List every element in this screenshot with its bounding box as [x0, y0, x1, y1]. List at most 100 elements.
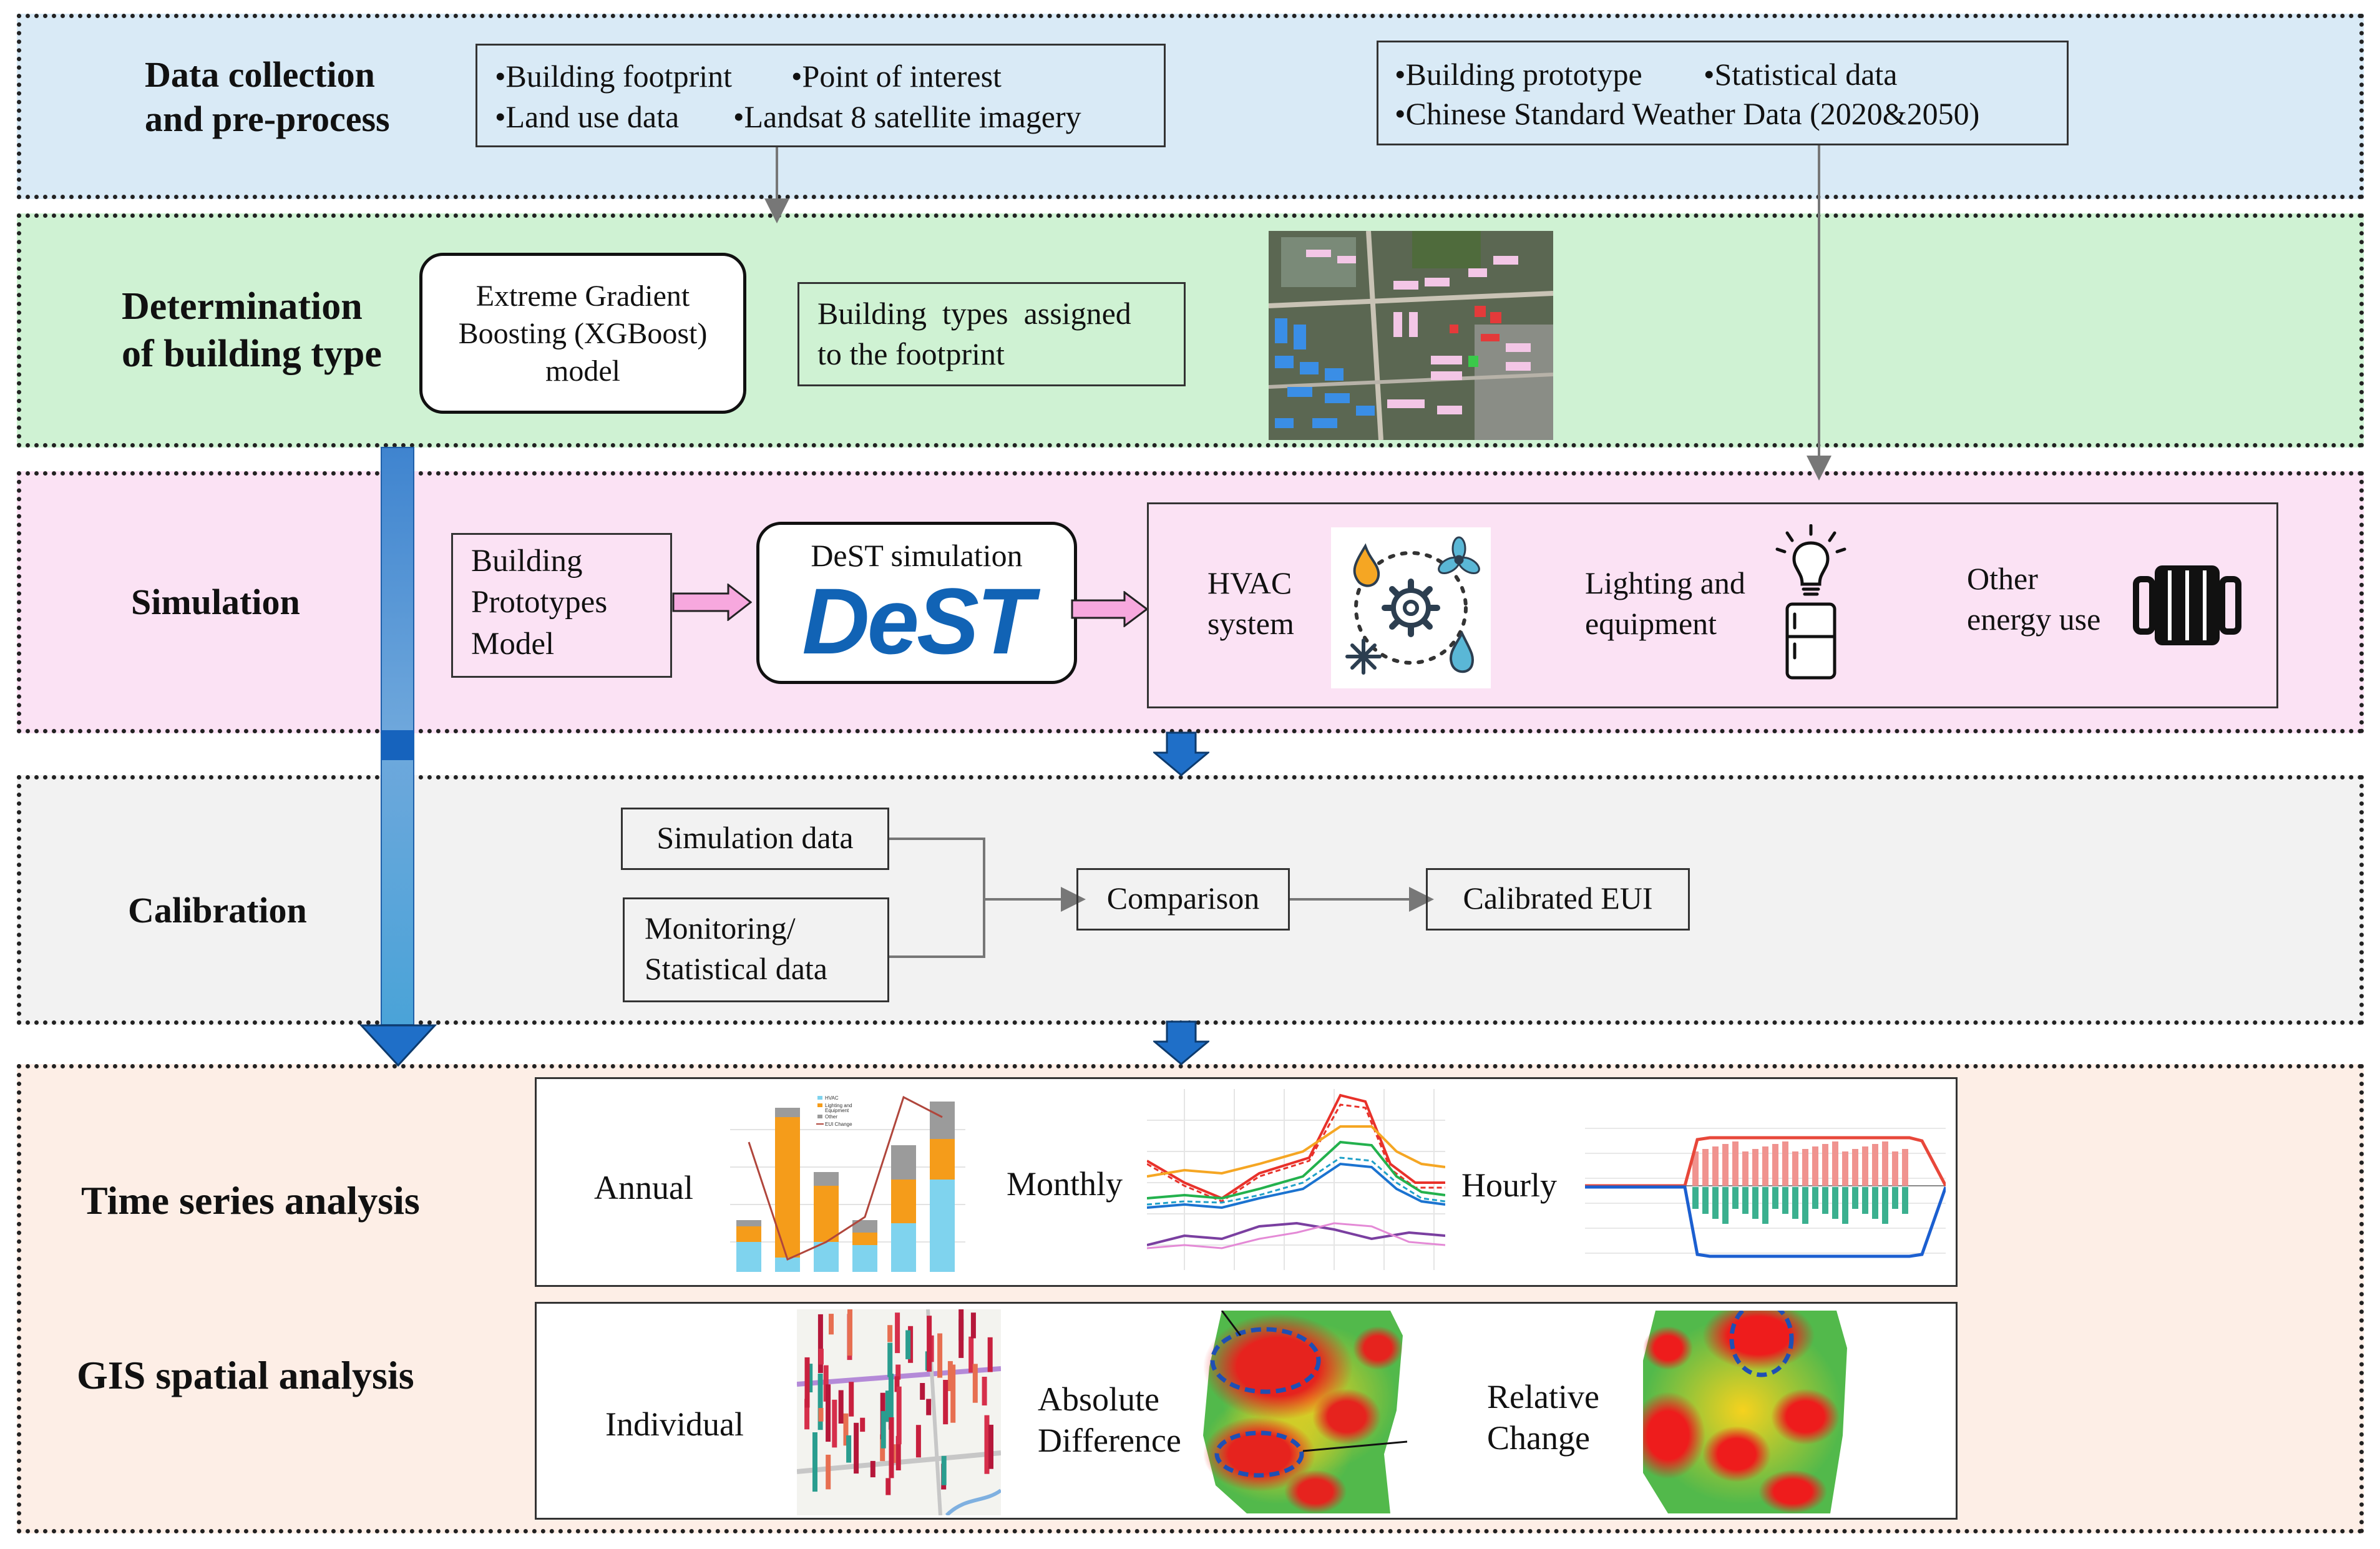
- city-building-bar: [854, 1422, 859, 1474]
- annual-label: Annual: [594, 1169, 693, 1206]
- comparison-box: [1076, 868, 1290, 931]
- city-building-bar: [982, 1377, 987, 1405]
- city-building-bar: [818, 1408, 824, 1422]
- city-building-bar: [915, 1425, 921, 1458]
- city-building-bar: [927, 1316, 932, 1372]
- pink-arrow-1: [672, 584, 752, 621]
- city-building-bar: [950, 1364, 956, 1423]
- city-building-bar: [843, 1413, 849, 1446]
- simulation-data-box: [621, 808, 889, 870]
- city-building-bar: [895, 1435, 901, 1470]
- legend-other: Other: [825, 1114, 837, 1120]
- city-building-bar: [972, 1364, 978, 1403]
- individual-3d-map: [797, 1309, 1001, 1515]
- xgboost-model-label: Extreme Gradient Boosting (XGBoost) mode…: [458, 280, 708, 388]
- individual-label: Individual: [605, 1405, 744, 1443]
- lighting-equipment-icon: [1773, 524, 1848, 680]
- city-building-bar: [941, 1455, 947, 1485]
- hourly-bar-down: [1782, 1187, 1788, 1214]
- city-building-bar: [943, 1380, 949, 1425]
- stage-time-series: Time series analysis: [81, 1178, 420, 1223]
- city-building-bar: [895, 1312, 900, 1354]
- xgboost-model-box: [419, 253, 746, 414]
- city-building-bar: [847, 1309, 852, 1356]
- hourly-bar-down: [1712, 1187, 1719, 1219]
- city-building-bar: [826, 1454, 831, 1490]
- legend-lighting: Lighting and: [825, 1103, 852, 1108]
- hourly-bar-up: [1772, 1144, 1778, 1186]
- city-building-bar: [885, 1478, 891, 1495]
- hourly-bar-down: [1752, 1187, 1758, 1219]
- city-building-bar: [826, 1384, 831, 1442]
- city-building-bar: [804, 1357, 810, 1408]
- other-energy-label: Other energy use: [1967, 561, 2101, 637]
- input-weather-data: •Chinese Standard Weather Data (2020&205…: [1395, 96, 1980, 131]
- band-building-type: [17, 213, 2364, 447]
- city-building-bar: [846, 1435, 852, 1463]
- hourly-bar-down: [1692, 1187, 1699, 1209]
- city-building-bar: [804, 1399, 810, 1430]
- city-building-bar: [849, 1382, 854, 1417]
- long-vertical-arrow: [359, 447, 437, 1067]
- stage-building-type: Determination of building type: [122, 285, 382, 375]
- monthly-label: Monthly: [1007, 1165, 1123, 1203]
- dest-simulation-title: DeST simulation: [811, 538, 1023, 573]
- input-data-box-right: [1377, 41, 2069, 145]
- input-data-box-left: [476, 44, 1166, 147]
- pink-arrow-2: [1071, 591, 1149, 627]
- stage-simulation: Simulation: [131, 582, 300, 622]
- down-arrow-analysis: [1153, 1020, 1209, 1065]
- hourly-bar-up: [1862, 1146, 1868, 1186]
- satellite-footprint-map: [1269, 231, 1553, 440]
- hourly-bar-down: [1802, 1187, 1808, 1224]
- hourly-bar-up: [1842, 1151, 1848, 1186]
- stage-gis: GIS spatial analysis: [77, 1353, 414, 1397]
- dest-logo: DeST: [802, 569, 1033, 673]
- city-building-bar: [823, 1365, 829, 1402]
- city-building-bar: [896, 1386, 902, 1445]
- city-building-bar: [817, 1373, 823, 1430]
- hourly-label: Hourly: [1461, 1166, 1557, 1204]
- hourly-bar-down: [1732, 1187, 1739, 1209]
- hourly-bar-down: [1762, 1187, 1768, 1224]
- city-building-bar: [887, 1342, 893, 1377]
- hourly-bar-down: [1722, 1187, 1729, 1224]
- types-assigned-box: [797, 282, 1186, 386]
- hourly-bar-down: [1892, 1187, 1898, 1209]
- city-building-bar: [895, 1364, 901, 1380]
- city-building-bar: [829, 1314, 834, 1335]
- comparison-label: Comparison: [1106, 881, 1260, 916]
- city-building-bar: [888, 1374, 894, 1430]
- city-building-bar: [887, 1325, 893, 1342]
- hourly-bar-up: [1892, 1151, 1898, 1186]
- hourly-bar-down: [1872, 1187, 1878, 1219]
- hourly-bar-down: [1792, 1187, 1798, 1219]
- city-building-bar: [947, 1361, 953, 1391]
- city-building-bar: [817, 1314, 823, 1373]
- types-assigned-label: Building types assigned to the footprint: [817, 296, 1131, 371]
- city-building-bar: [970, 1312, 976, 1339]
- prototypes-box: [451, 533, 672, 678]
- end-uses-box: [1147, 502, 2278, 708]
- city-building-bar: [838, 1390, 844, 1424]
- band-data-collection: [17, 14, 2364, 199]
- city-building-bar: [812, 1432, 817, 1492]
- hourly-bar-down: [1812, 1187, 1818, 1209]
- stage-data-collection: Data collection and pre-process: [145, 54, 390, 139]
- input-statistical-data: •Statistical data: [1704, 57, 1898, 92]
- monitoring-data-label: Monitoring/ Statistical data: [645, 911, 827, 986]
- city-building-bar: [987, 1337, 993, 1372]
- city-building-bar: [968, 1336, 974, 1373]
- city-building-bar: [905, 1330, 911, 1359]
- city-building-bar: [880, 1410, 886, 1449]
- calibrated-eui-label: Calibrated EUI: [1463, 881, 1653, 916]
- hourly-bar-up: [1712, 1146, 1719, 1186]
- hvac-icon: [1331, 527, 1491, 688]
- legend-eui-change: EUI Change: [825, 1121, 852, 1127]
- city-building-bar: [885, 1390, 890, 1422]
- legend-equipment: Equipment: [825, 1108, 849, 1113]
- lighting-label: Lighting and equipment: [1585, 565, 1745, 641]
- monthly-chart-thumbnail: [1147, 1089, 1445, 1270]
- city-building-bar: [958, 1309, 964, 1358]
